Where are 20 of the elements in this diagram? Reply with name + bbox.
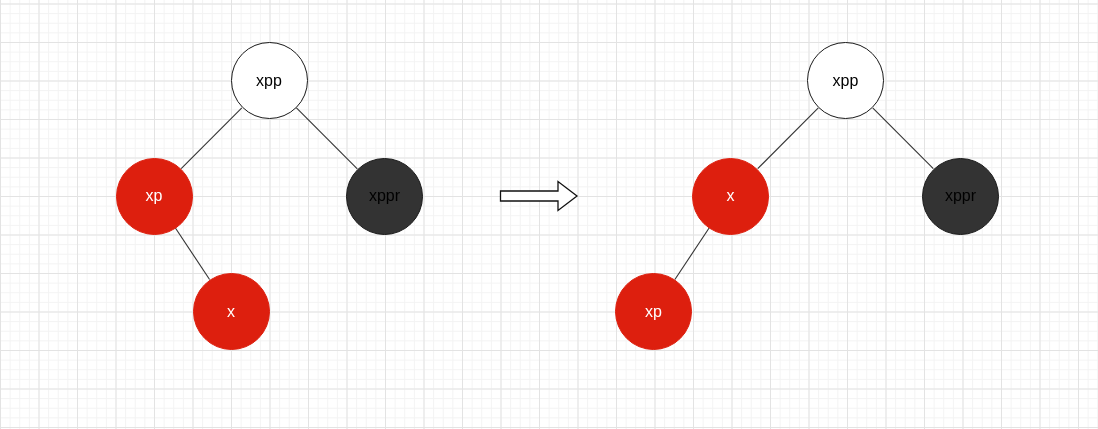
node-circle xyxy=(615,273,692,350)
node-label: xp xyxy=(145,187,163,205)
node-circle xyxy=(230,42,308,119)
edge-line xyxy=(180,107,243,170)
node-circle xyxy=(192,273,270,350)
edge-line xyxy=(872,107,934,170)
node-circle xyxy=(922,157,999,235)
node-circle xyxy=(346,157,423,235)
edge-line xyxy=(674,227,710,281)
node-label: xp xyxy=(645,302,662,321)
node-label: xpp xyxy=(832,71,859,90)
node-circle xyxy=(115,157,193,235)
node-label: xpp xyxy=(256,71,282,90)
node-circle xyxy=(692,157,769,235)
edge-line xyxy=(174,227,211,281)
node-label: x xyxy=(227,302,235,321)
edge-line xyxy=(757,107,819,170)
edge-line xyxy=(295,107,358,170)
node-label: x xyxy=(726,187,735,205)
node-circle xyxy=(807,42,884,119)
